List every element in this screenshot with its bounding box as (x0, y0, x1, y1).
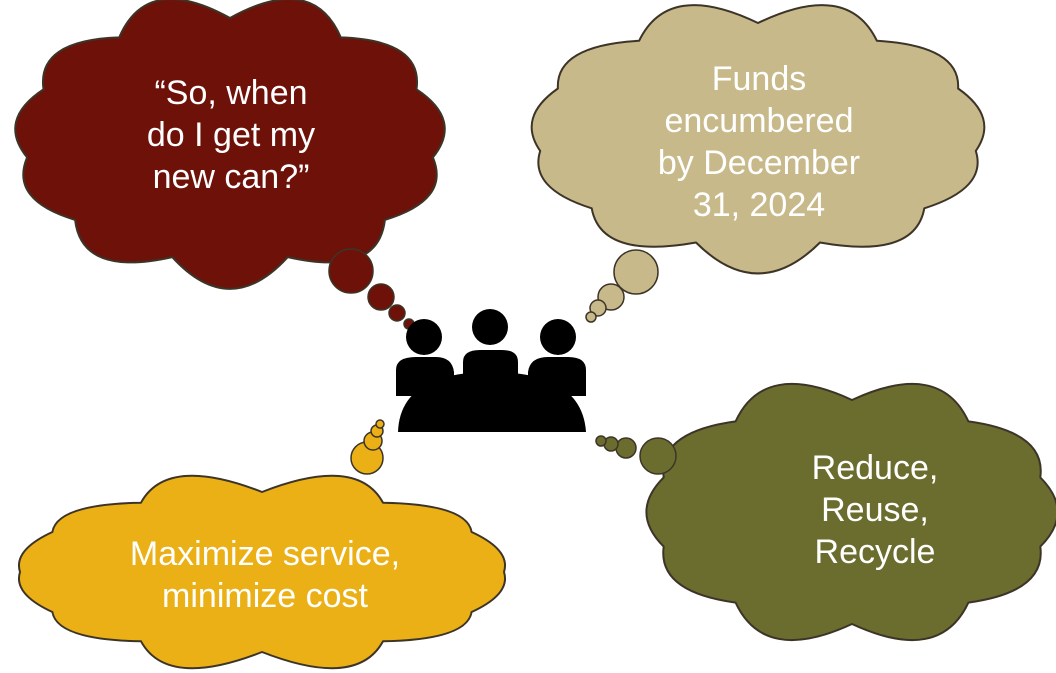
bubble-line: by December (657, 144, 861, 182)
thought-dots-layer (328, 248, 677, 475)
bubble-line: Recycle (814, 533, 936, 571)
thought-dot-maximize (375, 419, 385, 429)
meeting-group-icon (396, 309, 586, 432)
bubble-line: Maximize service, (129, 535, 401, 573)
bubble-line: Reuse, (821, 491, 929, 529)
bubble-line: Funds (711, 60, 807, 98)
bubble-line: minimize cost (162, 577, 368, 615)
thought-dot-funds (585, 311, 597, 323)
thought-cloud-maximize (18, 474, 506, 670)
bubble-line: new can?” (152, 158, 310, 196)
bubble-line: do I get my (146, 116, 316, 154)
person-head-center (472, 309, 508, 345)
bubble-line: “So, when (154, 74, 308, 112)
thought-cloud-funds (530, 4, 986, 275)
thought-cloud-new-can (14, 0, 446, 290)
bubble-text-maximize: Maximize service, minimize cost (100, 515, 430, 635)
meeting-table (398, 372, 586, 432)
thought-dot-reduce (639, 437, 677, 475)
thought-dot-can (388, 304, 406, 322)
thought-dot-reduce (615, 437, 637, 459)
person-head-right (540, 319, 576, 355)
bubble-line: encumbered (664, 102, 854, 140)
clouds-layer (14, 0, 1056, 670)
bubble-text-funds: Funds encumbered by December 31, 2024 (598, 40, 920, 244)
bubble-text-reduce: Reduce, Reuse, Recycle (770, 430, 980, 590)
thought-dot-can (328, 248, 374, 294)
thought-dot-reduce (595, 435, 607, 447)
person-head-left (406, 319, 442, 355)
bubble-line: Reduce, (811, 449, 939, 487)
bubble-line: 31, 2024 (692, 186, 826, 224)
thought-dot-can (367, 283, 395, 311)
bubble-text-new-can: “So, when do I get my new can?” (118, 50, 344, 220)
thought-dot-funds (589, 299, 607, 317)
thought-dot-funds (613, 249, 659, 295)
